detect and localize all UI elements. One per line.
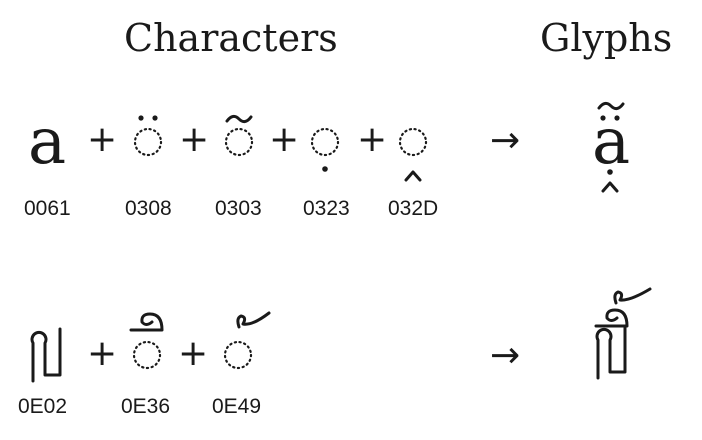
thai-sara-ue-mark-icon (129, 312, 164, 332)
thai-mai-tho-mark-icon (613, 287, 652, 305)
diaeresis-mark-icon (152, 115, 158, 121)
plus-sign: + (87, 333, 117, 374)
dotted-circle-icon (223, 340, 253, 370)
combining-tilde (224, 114, 254, 157)
dotted-circle-icon (398, 127, 428, 157)
diaeresis-mark-icon (614, 115, 620, 121)
codepoint-label: 0308 (125, 197, 172, 220)
plus-sign: + (179, 119, 209, 160)
codepoint-label: 0E36 (121, 395, 170, 418)
thai-consonant-icon (595, 324, 627, 380)
combining-diaeresis (133, 115, 163, 157)
plus-sign: + (178, 333, 208, 374)
codepoint-label: 0303 (215, 197, 262, 220)
codepoint-label: 0E02 (18, 395, 67, 418)
tilde-mark-icon (225, 114, 253, 124)
thai-sara-ue-mark-icon (594, 308, 629, 328)
codepoint-label: 0323 (303, 197, 350, 220)
thai-mai-tho-mark-icon (236, 311, 271, 329)
glyph-thai-result: ปึ้ (594, 287, 652, 380)
tilde-mark-icon (597, 101, 625, 111)
circumflex-below-mark-icon (404, 170, 422, 182)
codepoint-label: 032D (388, 197, 438, 220)
plus-sign: + (269, 119, 299, 160)
combining-thai-sara-ue (129, 312, 164, 370)
characters-heading: Characters (124, 16, 338, 60)
plus-sign: + (357, 119, 387, 160)
diaeresis-mark-icon (600, 115, 606, 121)
combining-dot-below (310, 127, 340, 172)
base-char-a: a (28, 105, 66, 179)
dotted-circle-icon (224, 127, 254, 157)
dotted-circle-icon (133, 127, 163, 157)
dot-below-mark-icon (322, 166, 328, 172)
base-char-thai: ป (30, 327, 62, 383)
combining-thai-mai-tho (223, 311, 271, 370)
row-latin: a + + + + 0061 0308 0303 0323 (24, 101, 630, 220)
glyph-latin-result: a (592, 101, 630, 193)
plus-sign: + (87, 119, 117, 160)
thai-consonant-icon (30, 327, 62, 383)
dotted-circle-icon (132, 340, 162, 370)
combining-circumflex-below (398, 127, 428, 182)
glyph-base-a: a (592, 105, 630, 179)
arrow-icon: → (490, 335, 520, 376)
circumflex-below-mark-icon (601, 181, 619, 193)
glyphs-heading: Glyphs (540, 16, 673, 60)
dotted-circle-icon (310, 127, 340, 157)
arrow-icon: → (490, 120, 520, 161)
row-thai: ป + + 0E02 0E36 0E49 → ปึ้ (18, 287, 652, 418)
codepoint-label: 0E49 (212, 395, 261, 418)
dot-below-mark-icon (607, 169, 613, 175)
diaeresis-mark-icon (138, 115, 144, 121)
codepoint-label: 0061 (24, 197, 71, 220)
